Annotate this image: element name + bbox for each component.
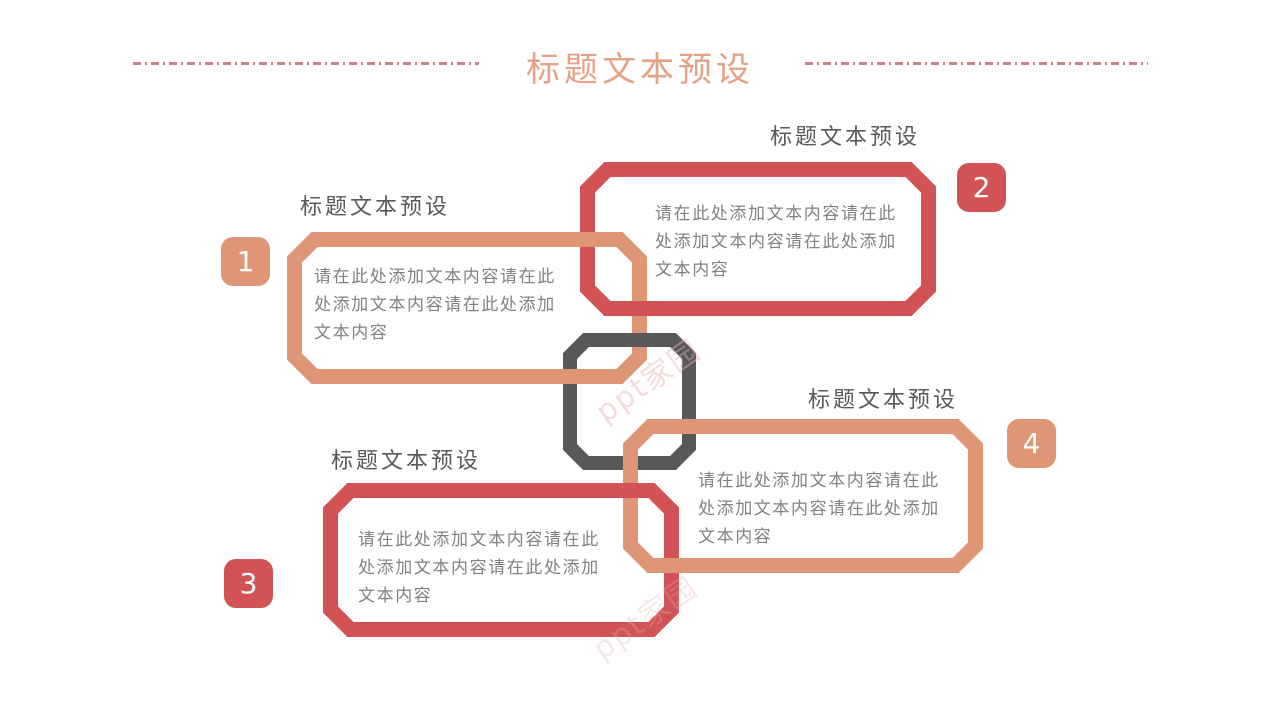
item-2-number-badge: 2 [957,163,1006,212]
dash-rule-left [133,62,479,65]
item-3-heading: 标题文本预设 [331,449,482,474]
item-4-number: 4 [1022,427,1041,460]
item-3-body: 请在此处添加文本内容请在此处添加文本内容请在此处添加文本内容 [358,530,600,606]
slide-title: 标题文本预设 [526,50,754,90]
item-4-body: 请在此处添加文本内容请在此处添加文本内容请在此处添加文本内容 [698,471,940,547]
item-1-number: 1 [236,245,255,278]
item-4-heading: 标题文本预设 [808,388,959,413]
item-3-number: 3 [239,567,258,600]
frame-4-outline [623,419,983,573]
item-2-body: 请在此处添加文本内容请在此处添加文本内容请在此处添加文本内容 [655,204,897,280]
frame-1-outline [287,232,647,384]
dash-rule-right [805,62,1148,65]
item-1-body: 请在此处添加文本内容请在此处添加文本内容请在此处添加文本内容 [314,267,556,343]
item-1-heading: 标题文本预设 [300,195,451,220]
frame-3-outline [323,483,679,637]
center-square-outline [563,333,696,470]
item-2-number: 2 [972,171,991,204]
item-2-heading: 标题文本预设 [770,125,921,150]
item-3-number-badge: 3 [224,559,273,608]
frame-2-outline [580,162,936,316]
item-4-number-badge: 4 [1007,419,1056,468]
item-1-number-badge: 1 [221,237,270,286]
